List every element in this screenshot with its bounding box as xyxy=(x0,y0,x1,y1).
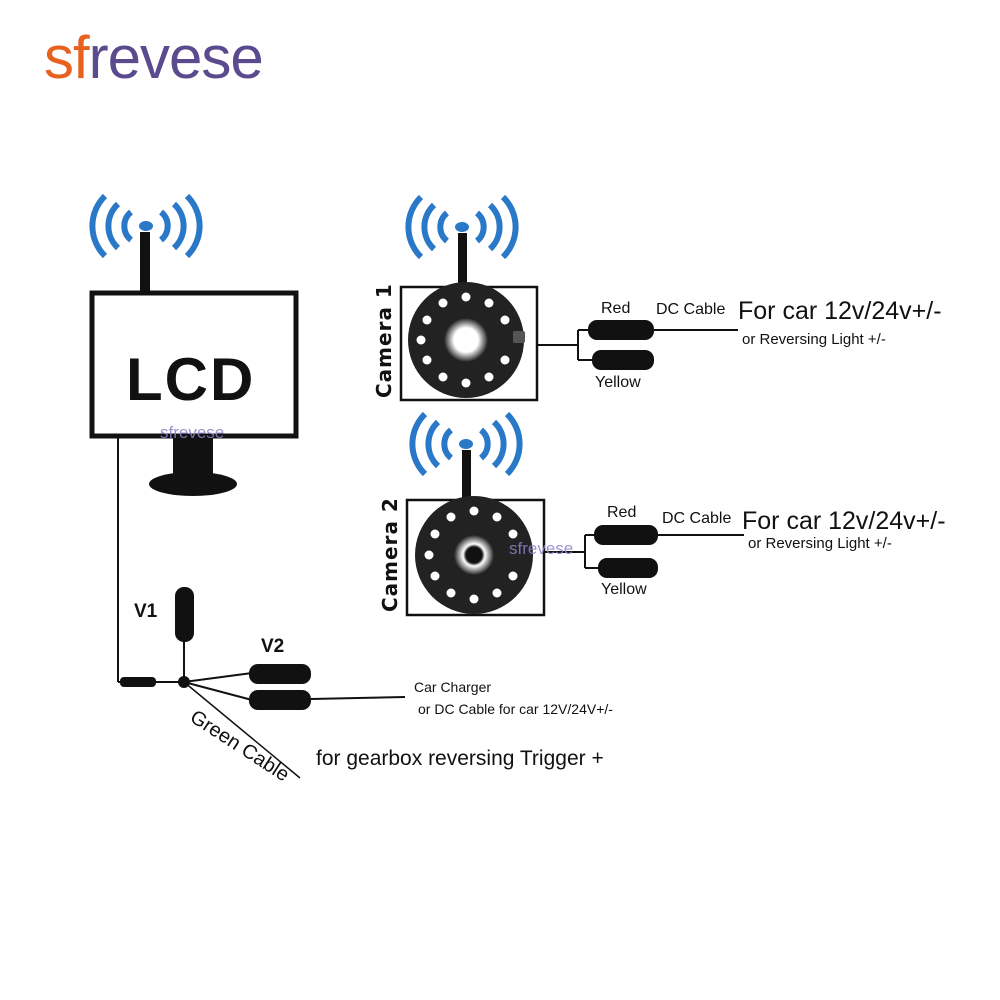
logo-letter: v xyxy=(140,24,170,91)
camera-1-yellow-label: Yellow xyxy=(595,374,641,391)
v2-connector-bottom xyxy=(249,690,311,710)
lcd-signal-icon xyxy=(89,193,203,259)
camera-2-antenna xyxy=(462,450,471,502)
camera-1-dc-label: DC Cable xyxy=(656,301,726,318)
camera-1-lens xyxy=(444,318,488,362)
camera-2-signal-icon xyxy=(409,411,523,477)
lcd-watermark: sfrevese xyxy=(160,423,225,442)
camera-2-power-label: For car 12v/24v+/- xyxy=(742,507,946,535)
lcd-monitor xyxy=(89,193,299,496)
logo-letter: s xyxy=(201,24,231,91)
logo-letter: e xyxy=(230,24,263,91)
logo-letter: s xyxy=(44,24,74,91)
charger-label-line-1: Car Charger xyxy=(414,679,492,695)
camera-1-red-label: Red xyxy=(601,300,631,317)
trigger-label: for gearbox reversing Trigger + xyxy=(316,747,604,770)
camera-1-ir-leds xyxy=(416,292,510,388)
camera-1-antenna xyxy=(458,233,467,287)
v2-label: V2 xyxy=(261,636,285,657)
v1-label: V1 xyxy=(134,601,158,622)
camera-2-yellow-label: Yellow xyxy=(601,581,647,598)
v1-connector xyxy=(175,587,194,642)
camera-1-power-label: For car 12v/24v+/- xyxy=(738,297,942,325)
camera-2-lens xyxy=(454,535,494,575)
camera-2-power-sub-label: or Reversing Light +/- xyxy=(748,535,892,552)
camera-1-yellow-connector xyxy=(592,350,654,370)
camera-2-yellow-connector xyxy=(598,558,658,578)
camera-2-label: Camera 2 xyxy=(378,497,402,612)
lcd-stand-base xyxy=(149,472,237,496)
logo-letter: r xyxy=(88,24,109,91)
inline-connector xyxy=(120,677,156,687)
camera-2-watermark: sfrevese xyxy=(509,539,574,558)
monitor-wiring xyxy=(117,437,406,779)
lcd-antenna xyxy=(140,232,150,294)
camera-2-red-label: Red xyxy=(607,504,637,521)
logo-letter: f xyxy=(73,24,90,91)
camera-1-red-connector xyxy=(588,320,654,340)
logo-letter: e xyxy=(107,24,141,91)
green-cable xyxy=(183,681,301,779)
brand-logo: sfrevese xyxy=(44,28,264,88)
camera-2-dc-label: DC Cable xyxy=(662,510,732,527)
lcd-label: LCD xyxy=(126,346,256,413)
charger-cable xyxy=(310,696,406,700)
camera-2 xyxy=(405,411,744,617)
logo-letter: e xyxy=(169,24,202,91)
camera-2-red-connector xyxy=(594,525,658,545)
camera-1-label: Camera 1 xyxy=(372,283,396,398)
lcd-screen-frame xyxy=(89,290,299,439)
camera-1 xyxy=(399,194,738,402)
charger-label-line-2: or DC Cable for car 12V/24V+/- xyxy=(418,701,613,717)
camera-2-ir-leds xyxy=(424,506,518,604)
camera-1-sensor xyxy=(513,331,525,343)
camera-1-power-sub-label: or Reversing Light +/- xyxy=(742,331,886,348)
v2-connector-top xyxy=(249,664,311,684)
camera-1-signal-icon xyxy=(405,194,519,260)
lcd-neck xyxy=(173,437,213,475)
